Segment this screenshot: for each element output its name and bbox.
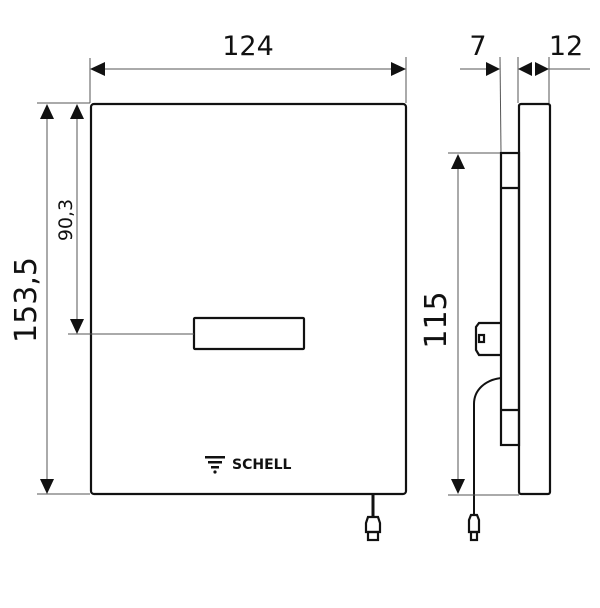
dimension-height-label: 153,5 — [9, 257, 44, 343]
side-mount-body — [499, 151, 521, 447]
dimension-mount-height: 115 — [419, 152, 519, 496]
dimension-sensor-offset: 90,3 — [55, 104, 194, 335]
dimension-mount-height-label: 115 — [419, 291, 454, 348]
dimension-width: 124 — [89, 31, 407, 103]
dimension-plate-depth: 12 — [517, 31, 590, 103]
sensor-window — [192, 316, 306, 351]
dimension-sensor-offset-label: 90,3 — [55, 199, 77, 241]
side-view: 7 12 115 — [419, 31, 590, 542]
schell-logo-icon — [205, 456, 225, 474]
front-cable-connector — [364, 494, 382, 542]
dimension-mount-depth: 7 — [460, 31, 502, 153]
logo-text: SCHELL — [232, 457, 292, 473]
dimension-width-label: 124 — [222, 31, 274, 62]
dimension-plate-depth-label: 12 — [549, 31, 583, 62]
front-view: SCHELL 124 153,5 — [9, 31, 408, 542]
side-cable — [473, 377, 502, 516]
dimension-mount-depth-label: 7 — [469, 31, 486, 62]
dimension-height: 153,5 — [9, 102, 90, 495]
front-plate-outline — [89, 102, 408, 496]
side-connector — [467, 513, 481, 542]
side-clip — [474, 321, 501, 357]
side-plate-outline — [517, 102, 552, 496]
